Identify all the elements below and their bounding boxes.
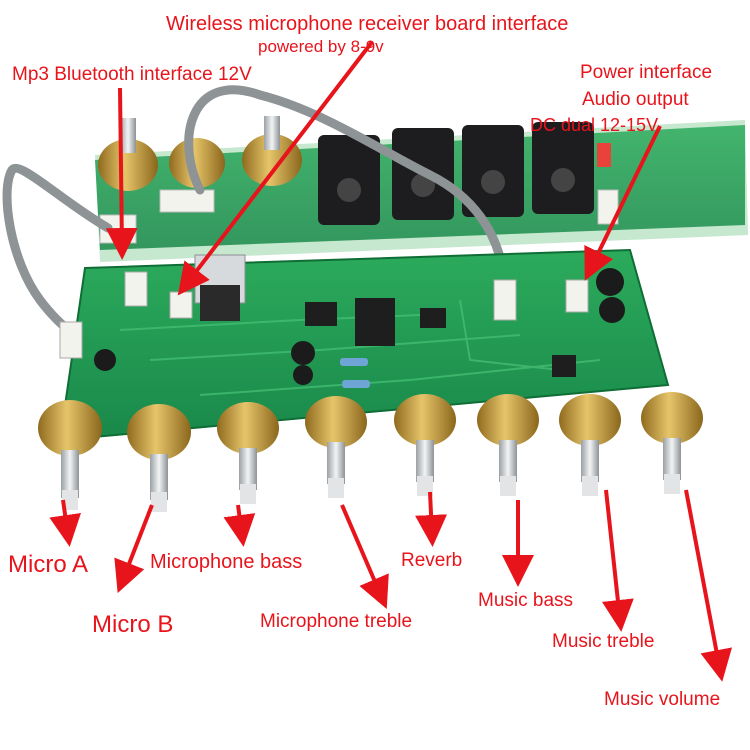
gray-cables [2,85,510,340]
label-power-interface: Power interface [580,62,713,83]
label-audio-output: Audio output [582,89,689,110]
label-dc-dual: DC dual 12-15V [530,115,659,135]
label-music-volume: Music volume [604,689,721,710]
label-micro-a: Micro A [8,551,89,578]
label-music-treble: Music treble [552,631,655,652]
front-potentiometers [38,392,703,512]
label-wireless-title: Wireless microphone receiver board inter… [166,13,569,35]
label-mp3-interface: Mp3 Bluetooth interface 12V [12,64,252,85]
label-wireless-power: powered by 8-9v [258,37,384,56]
label-microphone-treble: Microphone treble [260,611,413,632]
main-board [58,248,670,442]
label-reverb: Reverb [401,550,463,571]
label-music-bass: Music bass [478,590,574,611]
label-micro-b: Micro B [92,611,174,638]
label-microphone-bass: Microphone bass [150,551,303,573]
annotation-arrows [49,40,733,682]
